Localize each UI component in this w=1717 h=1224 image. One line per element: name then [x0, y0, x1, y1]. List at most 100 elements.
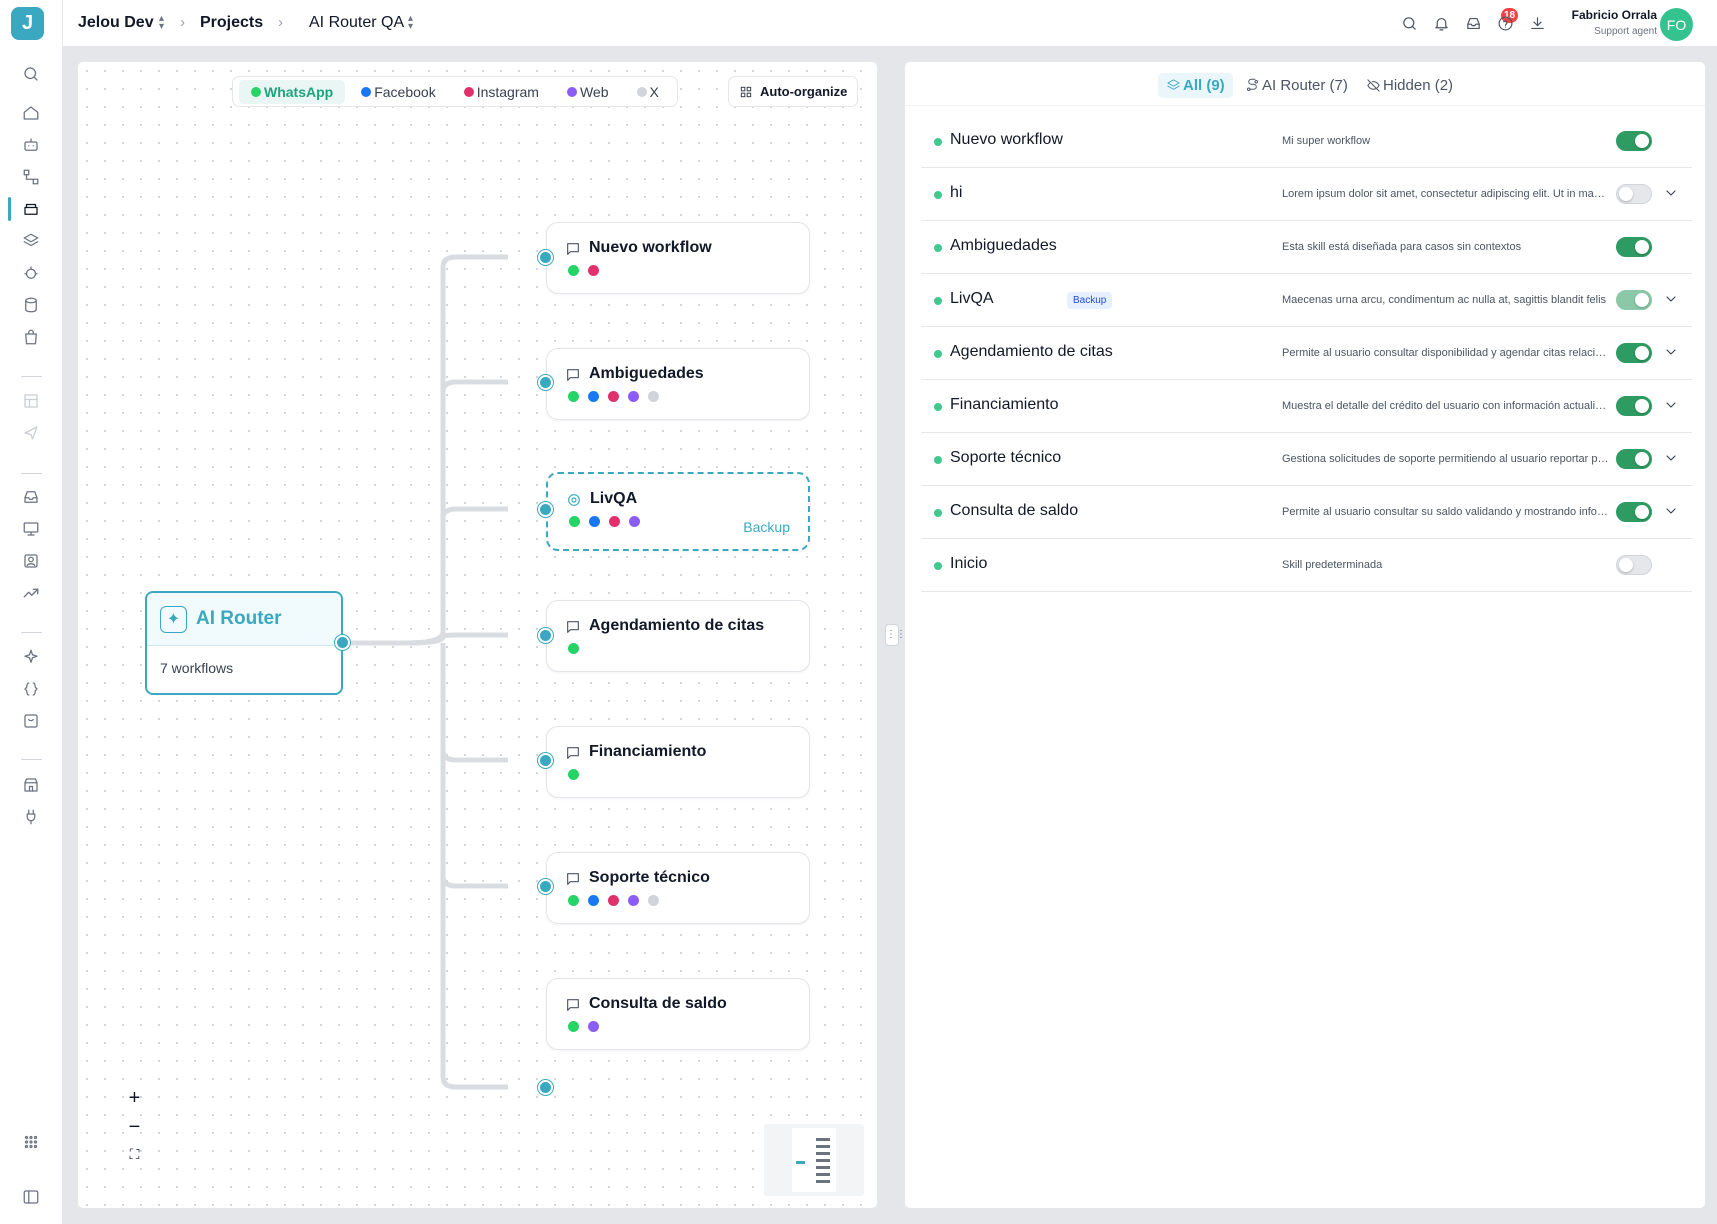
- workspace-switcher-icon[interactable]: ▴▾: [159, 13, 165, 32]
- skill-toggle[interactable]: [1616, 502, 1652, 522]
- workflow-node[interactable]: Agendamiento de citas: [546, 600, 810, 672]
- workflow-canvas[interactable]: WhatsApp Facebook Instagram Web X Auto-o…: [77, 61, 878, 1209]
- status-dot: [934, 509, 942, 517]
- bot-icon[interactable]: [20, 134, 42, 156]
- workflow-input-port[interactable]: [538, 375, 553, 390]
- sparkles-icon[interactable]: [20, 646, 42, 668]
- monitor-icon[interactable]: [20, 518, 42, 540]
- layers-icon[interactable]: [20, 230, 42, 252]
- chevron-down-icon[interactable]: [1663, 450, 1679, 466]
- skill-toggle[interactable]: [1616, 131, 1652, 151]
- database-icon[interactable]: [20, 294, 42, 316]
- trending-up-icon[interactable]: [20, 582, 42, 604]
- chevron-down-icon[interactable]: [1663, 397, 1679, 413]
- download-icon[interactable]: [1527, 13, 1547, 33]
- skill-toggle[interactable]: [1616, 449, 1652, 469]
- panel-resize-handle[interactable]: ⋮⋮: [885, 624, 906, 646]
- skill-toggle[interactable]: [1616, 555, 1652, 575]
- chevron-down-icon[interactable]: [1663, 503, 1679, 519]
- apps-grid-icon[interactable]: [20, 1131, 42, 1153]
- archive-icon[interactable]: [20, 710, 42, 732]
- layout-icon[interactable]: [20, 390, 42, 412]
- bell-icon[interactable]: [1431, 13, 1451, 33]
- shopping-bag-icon[interactable]: [20, 326, 42, 348]
- chevron-down-icon[interactable]: [1663, 185, 1679, 201]
- inbox-icon[interactable]: [20, 486, 42, 508]
- status-dot: [934, 456, 942, 464]
- channel-x[interactable]: X: [625, 80, 671, 104]
- workflow-input-port[interactable]: [538, 502, 553, 517]
- chevron-down-icon[interactable]: [1663, 291, 1679, 307]
- project-switcher-icon[interactable]: ▴▾: [408, 13, 414, 32]
- app-logo[interactable]: J: [11, 7, 44, 40]
- workflow-node-backup[interactable]: LivQA Backup: [546, 472, 810, 551]
- breadcrumb-project[interactable]: AI Router QA: [309, 14, 405, 31]
- avatar[interactable]: FO: [1660, 8, 1693, 41]
- search-icon[interactable]: [20, 63, 42, 85]
- workflow-node[interactable]: Financiamiento: [546, 726, 810, 798]
- search-icon[interactable]: [1399, 13, 1419, 33]
- skill-toggle[interactable]: [1616, 237, 1652, 257]
- rail-divider: [21, 473, 42, 474]
- skill-toggle[interactable]: [1616, 396, 1652, 416]
- home-icon[interactable]: [20, 102, 42, 124]
- workflow-input-port[interactable]: [538, 250, 553, 265]
- contact-icon[interactable]: [20, 550, 42, 572]
- skill-toggle[interactable]: [1616, 290, 1652, 310]
- tab-hidden[interactable]: Hidden (2): [1358, 73, 1461, 98]
- channel-whatsapp[interactable]: WhatsApp: [239, 79, 346, 104]
- zoom-out-button[interactable]: −: [128, 1116, 141, 1139]
- workflow-input-port[interactable]: [538, 753, 553, 768]
- breadcrumb-projects[interactable]: Projects: [200, 14, 264, 31]
- minimap[interactable]: [764, 1124, 864, 1196]
- workflow-node-title: Soporte técnico: [589, 869, 710, 886]
- tab-all[interactable]: All (9): [1158, 73, 1233, 98]
- channel-facebook[interactable]: Facebook: [349, 80, 447, 104]
- toggle-knob: [1619, 558, 1633, 572]
- router-output-port[interactable]: [335, 635, 350, 650]
- channel-web[interactable]: Web: [555, 80, 621, 104]
- workflow-node[interactable]: Ambiguedades: [546, 348, 810, 420]
- inbox-icon[interactable]: [1463, 13, 1483, 33]
- workflow-node[interactable]: Soporte técnico: [546, 852, 810, 924]
- code-braces-icon[interactable]: [20, 678, 42, 700]
- channel-instagram[interactable]: Instagram: [452, 80, 551, 104]
- send-icon[interactable]: [20, 422, 42, 444]
- workflow-input-port[interactable]: [538, 879, 553, 894]
- fit-view-button[interactable]: ⛶: [129, 1145, 140, 1162]
- workflow-icon[interactable]: [20, 166, 42, 188]
- projects-icon[interactable]: [20, 198, 42, 220]
- bug-icon[interactable]: [20, 262, 42, 284]
- workflow-node[interactable]: Nuevo workflow: [546, 222, 810, 294]
- auto-organize-button[interactable]: Auto-organize: [728, 76, 859, 107]
- web-icon: [629, 516, 640, 527]
- workflow-node[interactable]: Consulta de saldo: [546, 978, 810, 1050]
- plug-icon[interactable]: [20, 806, 42, 828]
- workflow-input-port[interactable]: [538, 1080, 553, 1095]
- sidebar-toggle-icon[interactable]: [20, 1186, 42, 1208]
- skill-toggle[interactable]: [1616, 184, 1652, 204]
- skill-toggle[interactable]: [1616, 343, 1652, 363]
- chevron-down-icon[interactable]: [1663, 344, 1679, 360]
- whatsapp-icon: [568, 265, 579, 276]
- breadcrumb-workspace[interactable]: Jelou Dev: [78, 14, 154, 31]
- skill-name: Consulta de saldo: [950, 502, 1079, 519]
- store-icon[interactable]: [20, 774, 42, 796]
- user-name[interactable]: Fabricio Orrala: [1571, 8, 1657, 22]
- tab-ai-router[interactable]: AI Router (7): [1237, 73, 1356, 98]
- ai-router-node[interactable]: ✦ AI Router 7 workflows: [145, 591, 343, 695]
- workflow-input-port[interactable]: [538, 628, 553, 643]
- active-indicator: [8, 197, 11, 221]
- message-icon: [565, 241, 581, 257]
- zoom-in-button[interactable]: +: [128, 1087, 141, 1110]
- help-icon[interactable]: [1495, 13, 1515, 33]
